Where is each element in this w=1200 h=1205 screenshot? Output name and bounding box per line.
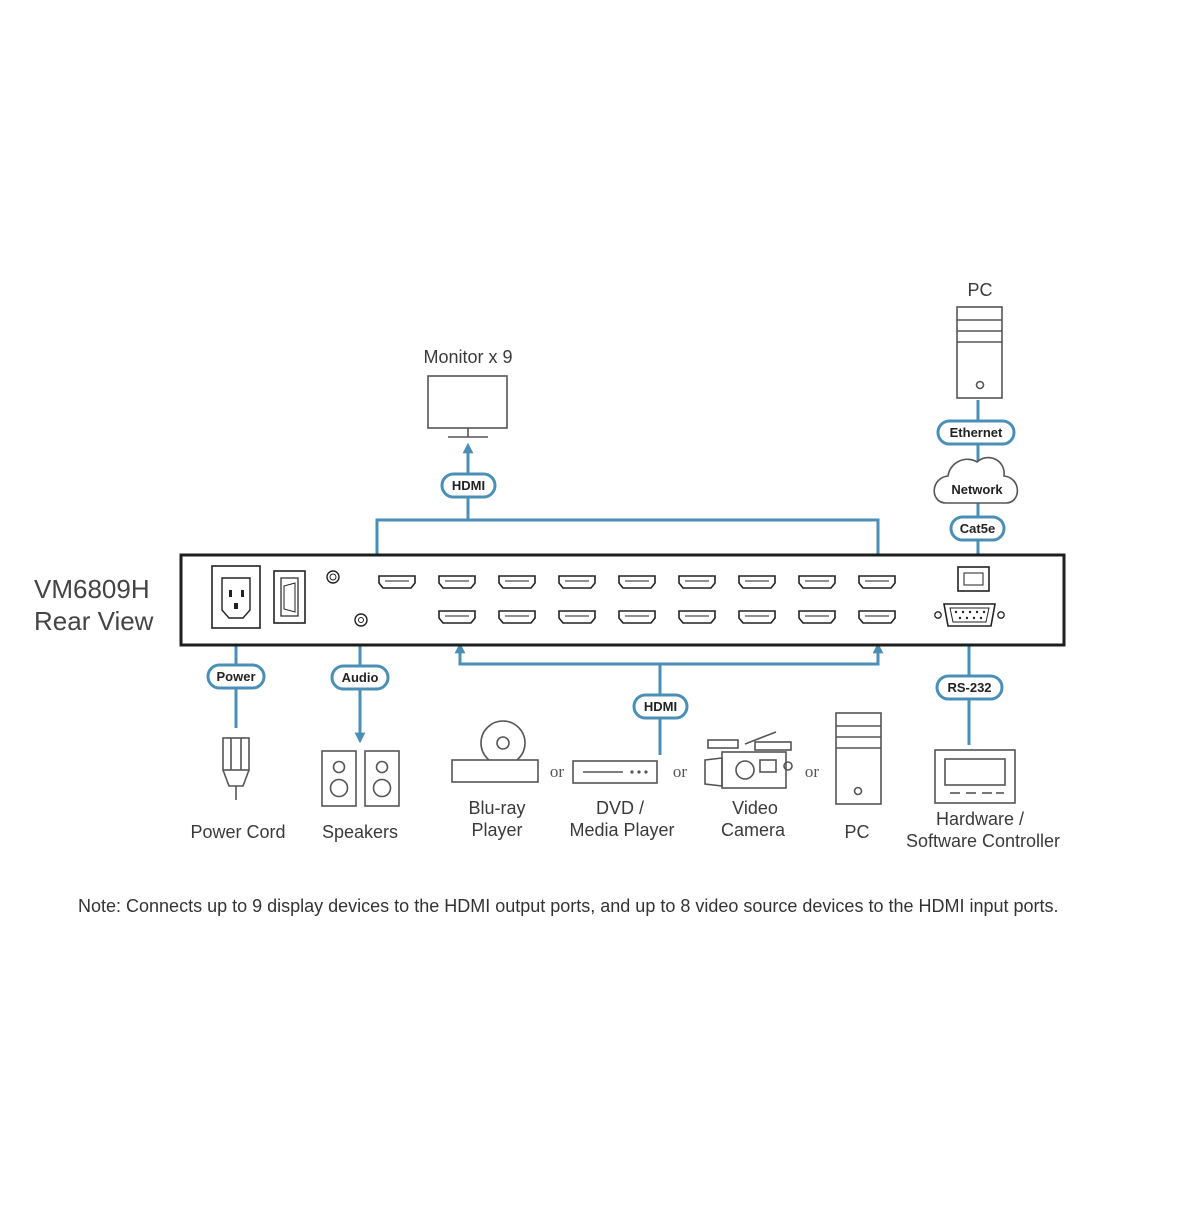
hdmi-output-port — [438, 575, 476, 589]
svg-text:HDMI: HDMI — [644, 699, 677, 714]
dvd-player-icon — [572, 760, 658, 784]
ground-screw — [326, 570, 340, 584]
controller-icon — [934, 749, 1016, 804]
camera-label-1: Video — [732, 798, 778, 818]
hdmi-input-port — [798, 610, 836, 624]
bluray-label-2: Player — [471, 820, 522, 840]
pc-bottom-label: PC — [844, 822, 869, 842]
or-separator-3: or — [805, 762, 820, 781]
hdmi-output-port — [618, 575, 656, 589]
dvd-label-2: Media Player — [569, 820, 674, 840]
speakers-icon — [321, 750, 400, 807]
monitor-icon — [427, 375, 508, 438]
audio-pill: Audio — [330, 664, 390, 691]
svg-text:Cat5e: Cat5e — [960, 521, 995, 536]
hdmi-output-port — [858, 575, 896, 589]
hdmi-input-port — [678, 610, 716, 624]
hdmi-output-port — [558, 575, 596, 589]
hdmi-output-port — [498, 575, 536, 589]
hdmi-input-port — [438, 610, 476, 624]
svg-text:HDMI: HDMI — [452, 478, 485, 493]
hdmi-output-pill: HDMI — [440, 472, 497, 499]
ethernet-pill: Ethernet — [936, 419, 1016, 446]
monitor-label: Monitor x 9 — [423, 347, 512, 367]
pc-top-label: PC — [967, 280, 992, 300]
lan-port — [957, 566, 990, 592]
rear-panel — [179, 553, 1066, 647]
svg-text:RS-232: RS-232 — [947, 680, 991, 695]
hdmi-output-port — [738, 575, 776, 589]
audio-jack — [354, 613, 368, 627]
svg-text:Power: Power — [216, 669, 255, 684]
controller-label-2: Software Controller — [906, 831, 1060, 851]
bluray-label-1: Blu-ray — [468, 798, 525, 818]
power-cord-icon — [222, 737, 250, 800]
hdmi-output-port — [798, 575, 836, 589]
hdmi-input-port — [738, 610, 776, 624]
or-separator-2: or — [673, 762, 688, 781]
hdmi-output-port — [378, 575, 416, 589]
rs232-pill: RS-232 — [935, 674, 1004, 701]
power-inlet — [211, 565, 261, 629]
hdmi-input-pill: HDMI — [632, 693, 689, 720]
chassis — [179, 553, 1066, 647]
hdmi-input-port — [558, 610, 596, 624]
hdmi-output-port — [678, 575, 716, 589]
footnote: Note: Connects up to 9 display devices t… — [78, 896, 1059, 916]
model-title: VM6809H — [34, 574, 150, 604]
power-cord-label: Power Cord — [190, 822, 285, 842]
hdmi-input-port — [618, 610, 656, 624]
or-separator-1: or — [550, 762, 565, 781]
network-label: Network — [951, 482, 1003, 497]
pc-top-icon — [956, 306, 1003, 399]
dvd-label-1: DVD / — [596, 798, 644, 818]
power-pill: Power — [206, 663, 266, 690]
controller-label-1: Hardware / — [936, 809, 1024, 829]
hdmi-input-port — [498, 610, 536, 624]
bluray-player-icon — [451, 720, 539, 783]
rs232-port — [943, 603, 996, 627]
camera-label-2: Camera — [721, 820, 786, 840]
speakers-label: Speakers — [322, 822, 398, 842]
svg-text:Ethernet: Ethernet — [950, 425, 1003, 440]
power-switch — [273, 570, 306, 624]
hdmi-input-bracket — [454, 642, 884, 666]
video-camera-icon — [704, 731, 793, 789]
pc-bottom-icon — [835, 712, 882, 805]
network-cloud-icon — [933, 456, 1019, 504]
hdmi-input-port — [858, 610, 896, 624]
svg-text:Audio: Audio — [342, 670, 379, 685]
hdmi-output-bracket — [375, 518, 880, 556]
hdmi-output-ports — [378, 575, 896, 589]
cat5e-pill: Cat5e — [949, 515, 1006, 542]
view-title: Rear View — [34, 606, 154, 636]
hdmi-input-ports — [438, 610, 896, 624]
